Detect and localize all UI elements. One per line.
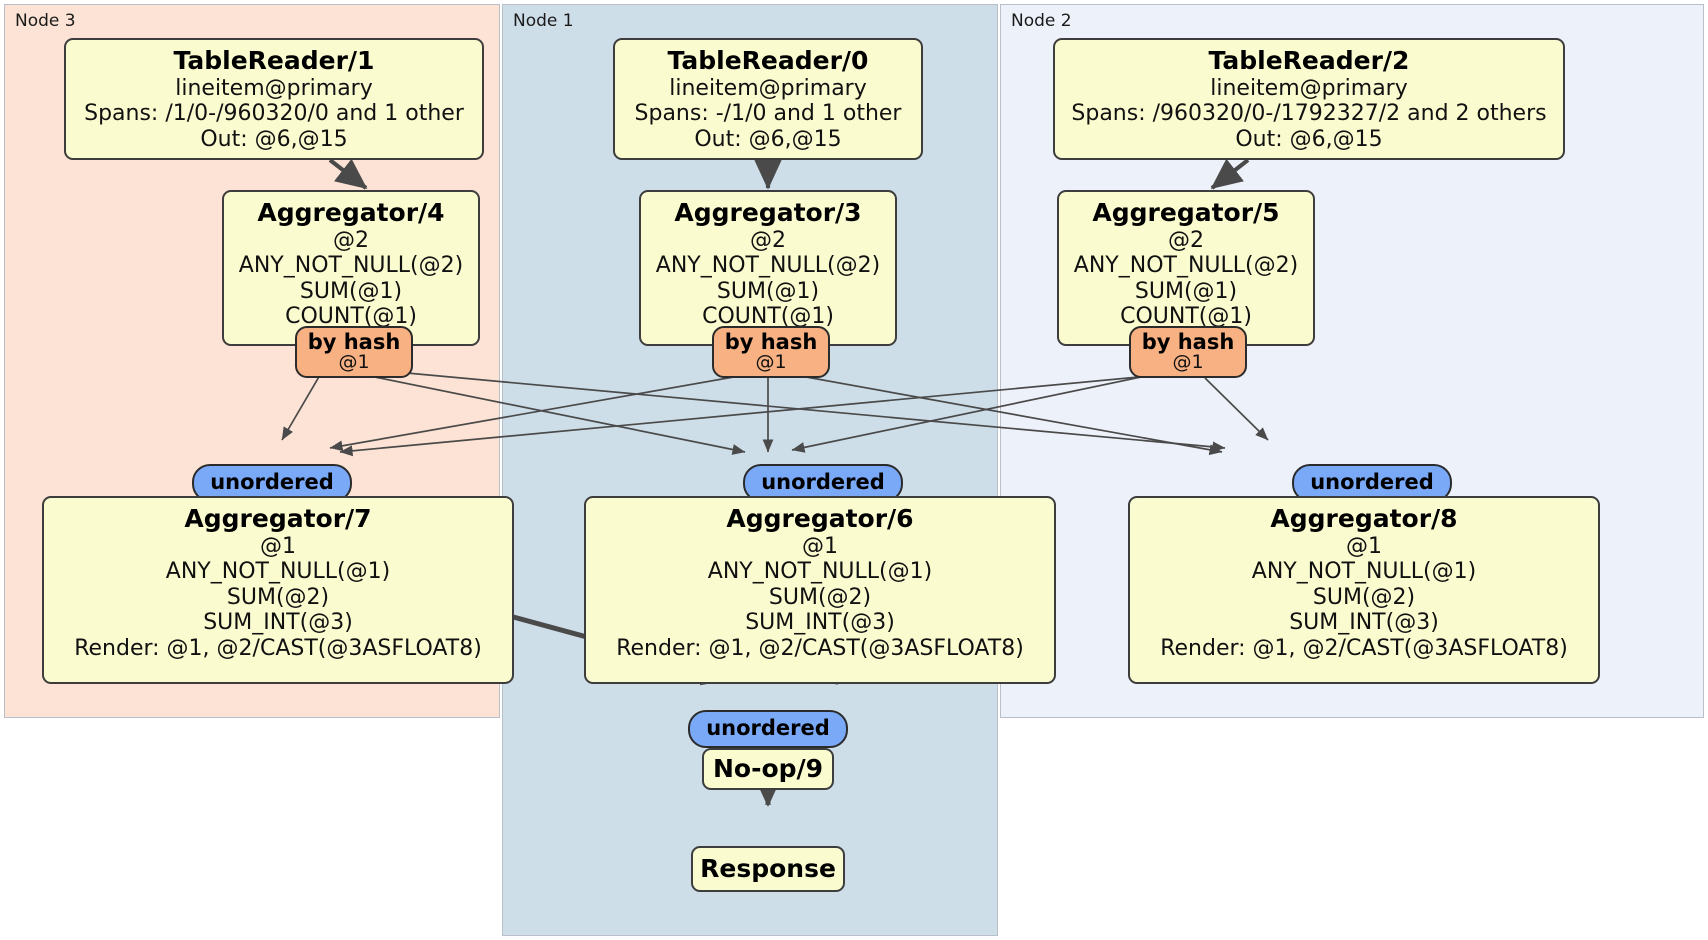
processor-line: ANY_NOT_NULL(@1) bbox=[707, 559, 933, 585]
processor-tablereader-0[interactable]: TableReader/0 lineitem@primary Spans: -/… bbox=[613, 38, 923, 160]
router-sublabel: @1 bbox=[338, 351, 370, 374]
processor-aggregator-4[interactable]: Aggregator/4 @2 ANY_NOT_NULL(@2) SUM(@1)… bbox=[222, 190, 480, 346]
router-by-hash-node3[interactable]: by hash @1 bbox=[295, 326, 413, 378]
router-label: by hash bbox=[724, 330, 818, 354]
router-sublabel: @1 bbox=[1172, 351, 1204, 374]
router-by-hash-node1[interactable]: by hash @1 bbox=[712, 326, 830, 378]
processor-line: Render: @1, @2/CAST(@3ASFLOAT8) bbox=[616, 635, 1024, 661]
processor-line: lineitem@primary bbox=[1210, 75, 1408, 101]
processor-title: Aggregator/4 bbox=[257, 198, 445, 227]
processor-line: ANY_NOT_NULL(@2) bbox=[238, 253, 464, 279]
processor-aggregator-5[interactable]: Aggregator/5 @2 ANY_NOT_NULL(@2) SUM(@1)… bbox=[1057, 190, 1315, 346]
processor-title: Response bbox=[700, 854, 836, 884]
processor-title: Aggregator/6 bbox=[726, 504, 914, 533]
processor-line: Out: @6,@15 bbox=[1235, 126, 1383, 152]
node-label-node3: Node 3 bbox=[15, 11, 76, 31]
processor-title: Aggregator/3 bbox=[674, 198, 862, 227]
processor-title: TableReader/2 bbox=[1208, 46, 1410, 75]
processor-line: Render: @1, @2/CAST(@3ASFLOAT8) bbox=[74, 635, 482, 661]
processor-line: SUM(@1) bbox=[1134, 278, 1238, 304]
processor-line: Out: @6,@15 bbox=[200, 126, 348, 152]
processor-line: COUNT(@1) bbox=[285, 304, 417, 330]
processor-aggregator-7[interactable]: Aggregator/7 @1 ANY_NOT_NULL(@1) SUM(@2)… bbox=[42, 496, 514, 684]
processor-line: ANY_NOT_NULL(@1) bbox=[1251, 559, 1477, 585]
router-unordered-node1[interactable]: unordered bbox=[743, 464, 903, 502]
router-label: unordered bbox=[706, 716, 830, 741]
router-unordered-node2[interactable]: unordered bbox=[1292, 464, 1452, 502]
processor-line: SUM(@2) bbox=[768, 584, 872, 610]
processor-line: SUM(@2) bbox=[226, 584, 330, 610]
router-label: by hash bbox=[1141, 330, 1235, 354]
processor-line: @2 bbox=[333, 227, 369, 253]
processor-line: Spans: -/1/0 and 1 other bbox=[634, 101, 902, 127]
processor-title: TableReader/0 bbox=[667, 46, 869, 75]
processor-title: No-op/9 bbox=[712, 754, 824, 784]
processor-line: @1 bbox=[260, 533, 296, 559]
processor-line: SUM(@2) bbox=[1312, 584, 1416, 610]
processor-noop-9[interactable]: No-op/9 bbox=[702, 748, 834, 790]
processor-line: SUM(@1) bbox=[299, 278, 403, 304]
processor-response[interactable]: Response bbox=[691, 846, 845, 892]
processor-line: @2 bbox=[1168, 227, 1204, 253]
processor-title: Aggregator/7 bbox=[184, 504, 372, 533]
processor-line: ANY_NOT_NULL(@1) bbox=[165, 559, 391, 585]
processor-title: Aggregator/8 bbox=[1270, 504, 1458, 533]
router-label: by hash bbox=[307, 330, 401, 354]
processor-line: Out: @6,@15 bbox=[694, 126, 842, 152]
node-label-node2: Node 2 bbox=[1011, 11, 1072, 31]
router-by-hash-node2[interactable]: by hash @1 bbox=[1129, 326, 1247, 378]
processor-line: SUM(@1) bbox=[716, 278, 820, 304]
router-label: unordered bbox=[761, 470, 885, 495]
processor-line: ANY_NOT_NULL(@2) bbox=[655, 253, 881, 279]
processor-line: SUM_INT(@3) bbox=[203, 610, 353, 636]
processor-line: lineitem@primary bbox=[175, 75, 373, 101]
processor-line: COUNT(@1) bbox=[1120, 304, 1252, 330]
processor-tablereader-1[interactable]: TableReader/1 lineitem@primary Spans: /1… bbox=[64, 38, 484, 160]
processor-line: COUNT(@1) bbox=[702, 304, 834, 330]
processor-line: @1 bbox=[802, 533, 838, 559]
processor-line: @2 bbox=[750, 227, 786, 253]
node-label-node1: Node 1 bbox=[513, 11, 574, 31]
processor-line: lineitem@primary bbox=[669, 75, 867, 101]
processor-aggregator-6[interactable]: Aggregator/6 @1 ANY_NOT_NULL(@1) SUM(@2)… bbox=[584, 496, 1056, 684]
processor-title: TableReader/1 bbox=[173, 46, 375, 75]
processor-title: Aggregator/5 bbox=[1092, 198, 1280, 227]
processor-line: Spans: /1/0-/960320/0 and 1 other bbox=[84, 101, 464, 127]
processor-aggregator-8[interactable]: Aggregator/8 @1 ANY_NOT_NULL(@1) SUM(@2)… bbox=[1128, 496, 1600, 684]
processor-line: @1 bbox=[1346, 533, 1382, 559]
router-label: unordered bbox=[210, 470, 334, 495]
processor-line: Render: @1, @2/CAST(@3ASFLOAT8) bbox=[1160, 635, 1568, 661]
processor-tablereader-2[interactable]: TableReader/2 lineitem@primary Spans: /9… bbox=[1053, 38, 1565, 160]
router-sublabel: @1 bbox=[755, 351, 787, 374]
processor-aggregator-3[interactable]: Aggregator/3 @2 ANY_NOT_NULL(@2) SUM(@1)… bbox=[639, 190, 897, 346]
processor-line: SUM_INT(@3) bbox=[745, 610, 895, 636]
processor-line: SUM_INT(@3) bbox=[1289, 610, 1439, 636]
processor-line: ANY_NOT_NULL(@2) bbox=[1073, 253, 1299, 279]
processor-line: Spans: /960320/0-/1792327/2 and 2 others bbox=[1071, 101, 1547, 127]
router-label: unordered bbox=[1310, 470, 1434, 495]
router-unordered-final[interactable]: unordered bbox=[688, 710, 848, 748]
